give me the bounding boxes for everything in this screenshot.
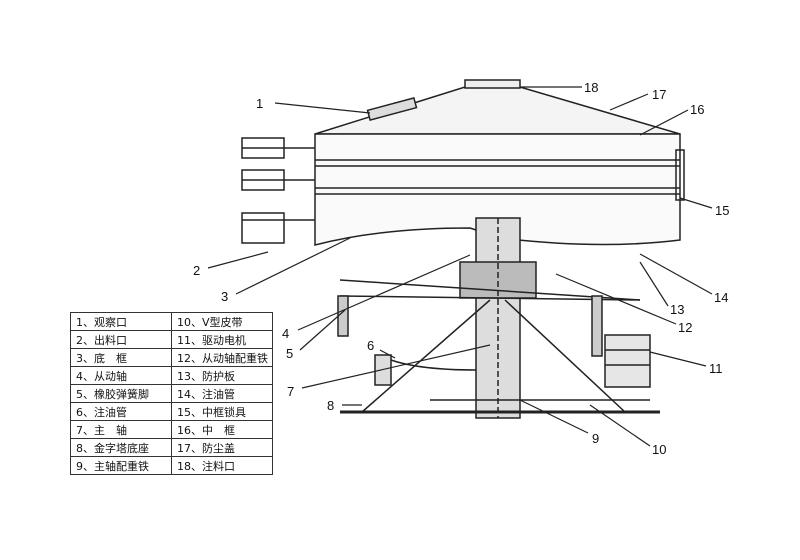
callout-12: 12 <box>678 320 692 335</box>
drive-motor <box>604 334 651 388</box>
legend-cell: 4、从动轴 <box>70 366 172 385</box>
callout-3: 3 <box>221 289 228 304</box>
legend-cell: 16、中 框 <box>171 420 273 439</box>
legend-cell: 5、橡胶弹簧脚 <box>70 384 172 403</box>
callout-8: 8 <box>327 398 334 413</box>
legend-cell: 11、驱动电机 <box>171 330 273 349</box>
legend-cell: 9、主轴配重铁 <box>70 456 172 475</box>
legend-cell: 17、防尘盖 <box>171 438 273 457</box>
callout-16: 16 <box>690 102 704 117</box>
feed-inlet <box>464 79 521 89</box>
legend-cell: 13、防护板 <box>171 366 273 385</box>
legend-cell: 15、中框锁具 <box>171 402 273 421</box>
legend-cell: 14、注油管 <box>171 384 273 403</box>
legend-cell: 3、底 框 <box>70 348 172 367</box>
legend-cell: 10、V型皮带 <box>171 312 273 331</box>
observation-port <box>366 97 418 121</box>
callout-10: 10 <box>652 442 666 457</box>
legend-cell: 8、金字塔底座 <box>70 438 172 457</box>
callout-7: 7 <box>287 384 294 399</box>
legend-cell: 1、观察口 <box>70 312 172 331</box>
callout-9: 9 <box>592 431 599 446</box>
callout-17: 17 <box>652 87 666 102</box>
legend-cell: 18、注料口 <box>171 456 273 475</box>
discharge-outlets <box>241 137 315 244</box>
callout-15: 15 <box>715 203 729 218</box>
callout-1: 1 <box>256 96 263 111</box>
callout-4: 4 <box>282 326 289 341</box>
callout-14: 14 <box>714 290 728 305</box>
frame-lock <box>675 149 685 201</box>
callout-13: 13 <box>670 302 684 317</box>
callout-11: 11 <box>709 361 723 376</box>
legend-cell: 12、从动轴配重铁 <box>171 348 273 367</box>
callout-18: 18 <box>584 80 598 95</box>
callout-6: 6 <box>367 338 374 353</box>
rubber-spring-foot <box>337 295 349 337</box>
legend-cell: 6、注油管 <box>70 402 172 421</box>
callout-5: 5 <box>286 346 293 361</box>
legend-cell: 2、出料口 <box>70 330 172 349</box>
callout-2: 2 <box>193 263 200 278</box>
legend-cell: 7、主 轴 <box>70 420 172 439</box>
